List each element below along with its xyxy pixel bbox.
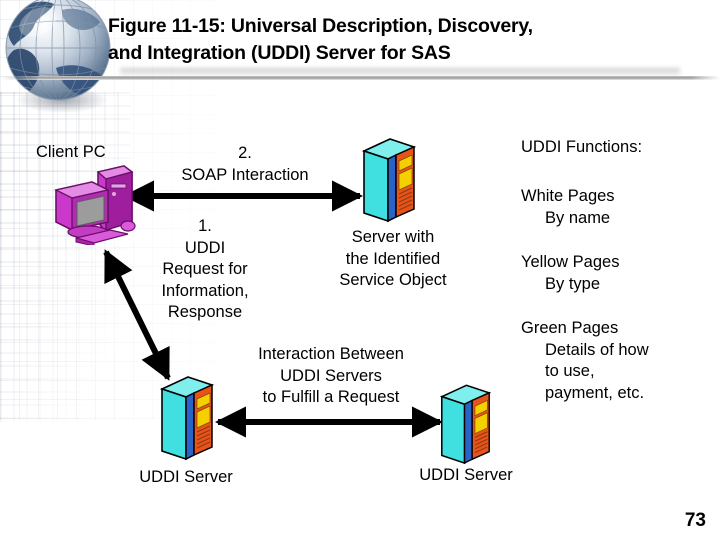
server-rack-icon-bottom-left	[158, 375, 216, 467]
function-entry-green-pages: Green Pages Details of how to use, payme…	[521, 318, 717, 404]
title-shadow	[120, 68, 680, 77]
title-line-2: and Integration (UDDI) Server for SAS	[108, 42, 451, 64]
title-divider	[0, 76, 720, 80]
function-entry-yellow-pages: Yellow Pages By type	[521, 252, 717, 295]
uddi-server-right-label: UDDI Server	[419, 466, 513, 484]
identified-server-label: Server with the Identified Service Objec…	[339, 228, 447, 289]
spacer-1	[521, 229, 717, 252]
title-line-1: Figure 11-15: Universal Description, Dis…	[108, 15, 533, 37]
function-name-white-pages: White Pages	[521, 187, 615, 205]
interaction-between-servers-label: Interaction Between UDDI Servers to Fulf…	[258, 345, 404, 406]
page-number: 73	[684, 510, 706, 531]
function-detail-white-pages: By name	[545, 208, 611, 227]
globe-icon	[0, 0, 124, 116]
spacer-2	[521, 295, 717, 318]
uddi-request-label: 1. UDDI Request for Information, Respons…	[161, 217, 249, 321]
uddi-functions-heading: UDDI Functions:	[521, 138, 643, 156]
soap-interaction-label: 2. SOAP Interaction	[181, 144, 309, 184]
function-entry-white-pages: White Pages By name	[521, 186, 717, 229]
server-rack-icon-bottom-right	[438, 383, 493, 471]
page-title: Figure 11-15: Universal Description, Dis…	[108, 13, 688, 67]
function-detail-green-pages: Details of how to use, payment, etc.	[545, 340, 649, 402]
client-pc-label: Client PC	[36, 143, 106, 161]
uddi-functions-list: White Pages By name Yellow Pages By type…	[521, 186, 717, 404]
function-detail-yellow-pages: By type	[545, 274, 601, 293]
function-name-yellow-pages: Yellow Pages	[521, 253, 620, 271]
function-name-green-pages: Green Pages	[521, 319, 619, 337]
desktop-computer-icon	[48, 160, 138, 247]
uddi-server-left-label: UDDI Server	[139, 468, 233, 486]
server-rack-icon-top	[360, 137, 418, 229]
